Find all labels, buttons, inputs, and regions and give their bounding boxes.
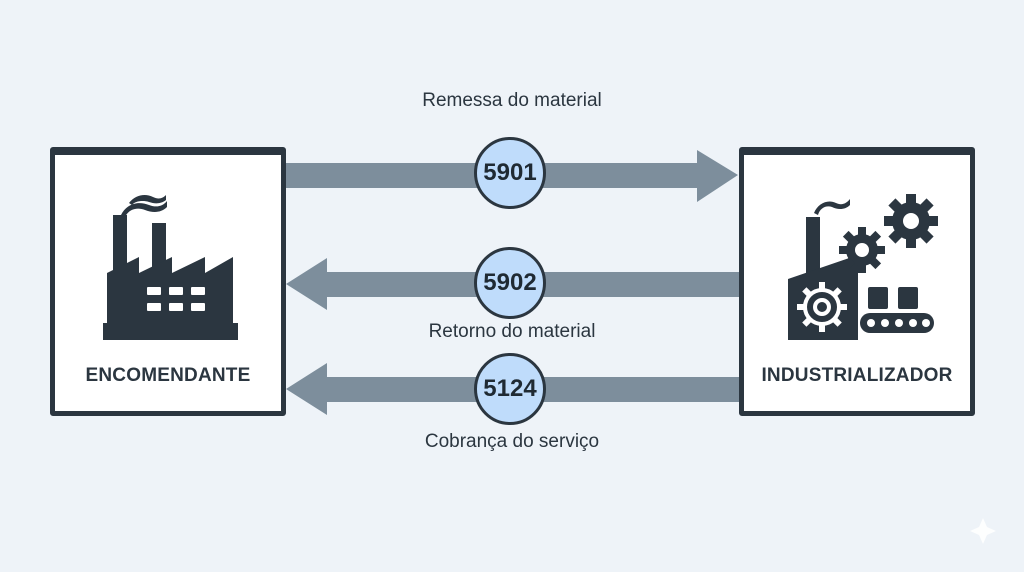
industrializador-label: INDUSTRIALIZADOR (761, 365, 953, 386)
encomendante-label: ENCOMENDANTE (85, 365, 251, 386)
industrializador-box: INDUSTRIALIZADOR (739, 147, 975, 416)
caption-cobranca: Cobrança do serviço (424, 431, 600, 452)
factory-gears-conveyor-icon (788, 194, 938, 340)
code-badge-remessa: 5901 (474, 137, 546, 209)
sparkle-icon (970, 518, 996, 544)
caption-retorno: Retorno do material (428, 321, 596, 342)
encomendante-box: ENCOMENDANTE (50, 147, 286, 416)
code-badge-retorno: 5902 (474, 247, 546, 319)
factory-icon (103, 195, 238, 340)
code-badge-cobranca: 5124 (474, 353, 546, 425)
caption-remessa: Remessa do material (422, 90, 602, 111)
